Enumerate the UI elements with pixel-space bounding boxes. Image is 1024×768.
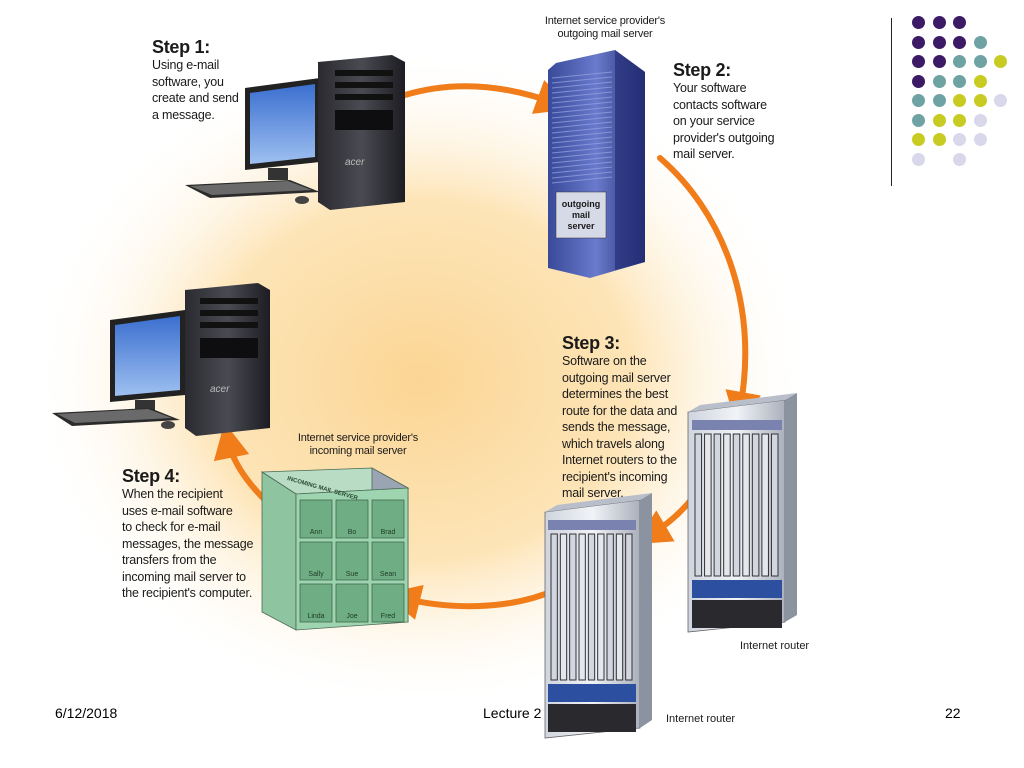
- internet-router-back: [687, 393, 797, 633]
- step3-callout: Step 3: Software on the outgoing mail se…: [562, 333, 677, 502]
- decorative-dot: [912, 133, 925, 146]
- mailbox-slot: [371, 541, 405, 581]
- decorative-dot: [973, 133, 987, 146]
- mailbox-name: Bo: [348, 529, 357, 536]
- step1-body: Using e-mail software, you create and se…: [152, 58, 239, 122]
- mailbox-name: Sue: [346, 571, 359, 578]
- decorative-dot: [953, 113, 966, 127]
- step4-body: When the recipient uses e-mail software …: [122, 487, 254, 600]
- decorative-dot: [953, 55, 966, 68]
- step1-title: Step 1:: [152, 37, 210, 57]
- mailbox-name: Sally: [308, 571, 324, 578]
- mailbox-slot: [371, 499, 405, 539]
- decorative-dot: [932, 74, 946, 88]
- mailbox-slot: [299, 541, 333, 581]
- decorative-dot: [994, 94, 1007, 107]
- brand-label: acer: [210, 384, 230, 395]
- decorative-dot: [973, 35, 987, 49]
- mailbox-name: Ann: [310, 529, 323, 536]
- arrow-step1-to-step2: [402, 79, 572, 114]
- recipient-computer: acer: [52, 283, 270, 436]
- router-label-2: Internet router: [666, 713, 736, 725]
- decorative-dot: [973, 74, 987, 88]
- decorative-dot: [932, 94, 946, 107]
- footer-date: 6/12/2018: [55, 705, 118, 721]
- mailbox-slot: [335, 583, 369, 623]
- outgoing-server-caption: Internet service provider's outgoing mai…: [544, 15, 666, 40]
- decorative-dot: [994, 55, 1007, 68]
- mailbox-slot: [335, 499, 369, 539]
- step2-title: Step 2:: [673, 60, 731, 80]
- decorative-dot: [912, 35, 925, 49]
- footer-lecture: Lecture 2: [483, 705, 542, 721]
- decorative-dot: [953, 133, 966, 146]
- decorative-dot: [932, 133, 946, 146]
- decorative-dot: [932, 16, 946, 29]
- decorative-dot: [912, 74, 925, 88]
- mailbox-name: Sean: [380, 571, 396, 578]
- mailbox-slot: [335, 541, 369, 581]
- step4-callout: Step 4: When the recipient uses e-mail s…: [122, 466, 253, 602]
- brand-label: acer: [345, 157, 365, 168]
- mailbox-name: Linda: [307, 613, 324, 620]
- mailbox-slot: [371, 583, 405, 623]
- step2-body: Your software contacts software on your …: [673, 81, 775, 161]
- internet-router-front: [544, 493, 652, 739]
- decorative-dot: [973, 55, 987, 68]
- arrow-incoming-to-recipient: [213, 422, 268, 503]
- outgoing-mail-server: [548, 50, 645, 278]
- mailbox-name: Joe: [346, 613, 357, 620]
- mailbox-name: Fred: [381, 613, 396, 620]
- vertical-rule: [891, 18, 892, 186]
- outgoing-server-label: outgoing mail server: [561, 199, 601, 231]
- decorative-dot: [953, 152, 966, 166]
- step2-callout: Step 2: Your software contacts software …: [673, 60, 775, 163]
- decorative-dot: [932, 113, 946, 127]
- sender-computer: acer: [185, 55, 405, 210]
- decorative-dot: [953, 94, 966, 107]
- decorative-dot: [912, 55, 925, 68]
- footer-page-number: 22: [945, 705, 961, 721]
- arrow-step2-to-step3: [657, 155, 761, 428]
- incoming-server-caption: Internet service provider's incoming mai…: [297, 432, 419, 457]
- decorative-dot: [953, 35, 966, 49]
- step3-body: Software on the outgoing mail server det…: [562, 354, 678, 500]
- decorative-dot: [973, 94, 987, 107]
- decorative-dot: [912, 152, 925, 166]
- mailbox-name: Brad: [381, 529, 396, 536]
- decorative-dot: [932, 55, 946, 68]
- step1-callout: Step 1: Using e-mail software, you creat…: [152, 37, 239, 123]
- step3-title: Step 3:: [562, 333, 620, 353]
- flow-arrows: [213, 79, 761, 620]
- decorative-dot: [953, 74, 966, 88]
- step4-title: Step 4:: [122, 466, 180, 486]
- decorative-dot: [973, 113, 987, 127]
- arrow-router-to-incoming: [384, 584, 558, 620]
- mailbox-slot: [299, 499, 333, 539]
- decorative-dot: [912, 16, 925, 29]
- decorative-dot: [932, 35, 946, 49]
- router-label-1: Internet router: [740, 640, 810, 652]
- mailbox-slot: [299, 583, 333, 623]
- decorative-dot: [912, 113, 925, 127]
- decorative-dot: [912, 94, 925, 107]
- decorative-dot: [953, 16, 966, 29]
